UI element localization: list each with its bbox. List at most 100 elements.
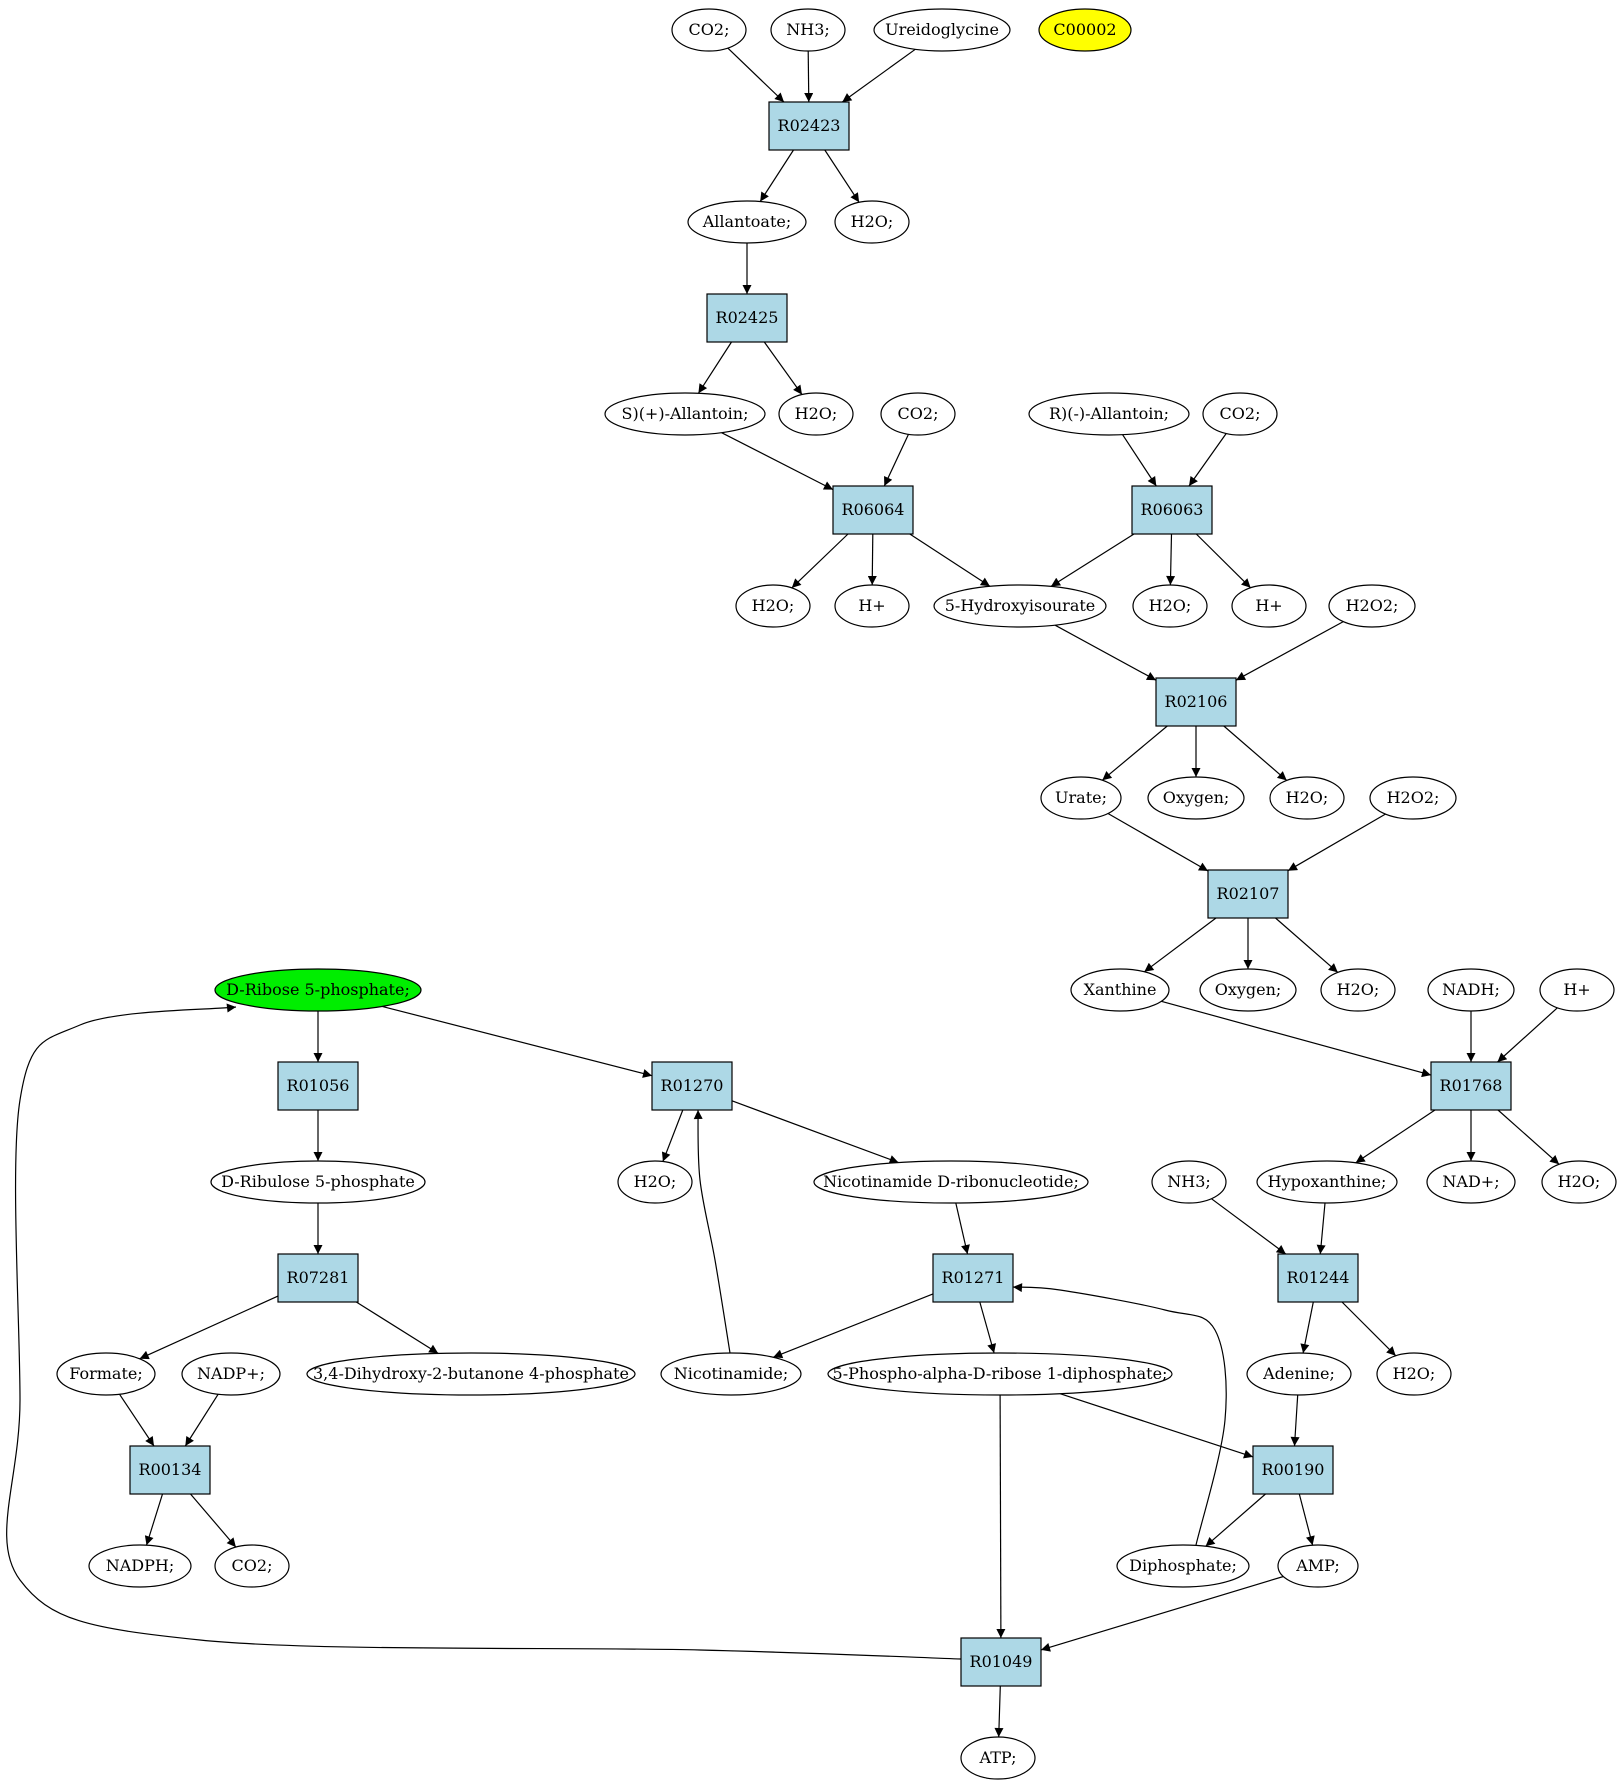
node-label: R)(-)-Allantoin; xyxy=(1049,404,1169,423)
compound-node-xanthine[interactable]: Xanthine xyxy=(1070,968,1170,1012)
node-label: R06064 xyxy=(842,500,905,519)
compound-node-prpp[interactable]: 5-Phospho-alpha-D-ribose 1-diphosphate; xyxy=(827,1352,1173,1396)
compound-node-oxygen_b[interactable]: Oxygen; xyxy=(1199,968,1297,1012)
compound-node-h2o2_a[interactable]: H2O2; xyxy=(1328,584,1416,628)
node-label: R02425 xyxy=(716,308,779,327)
reaction-box xyxy=(1430,1061,1512,1111)
reaction-node-R01056[interactable]: R01056 xyxy=(277,1061,359,1111)
edge-diphosphate-to-R01271 xyxy=(1012,1283,1227,1546)
reaction-node-R01270[interactable]: R01270 xyxy=(651,1061,733,1111)
compound-node-h2o_f[interactable]: H2O; xyxy=(1320,968,1396,1012)
edge-R01270-to-nicotinamide_rn xyxy=(731,1100,899,1164)
compound-node-urate[interactable]: Urate; xyxy=(1040,776,1122,820)
compound-node-s_allantoin[interactable]: S)(+)-Allantoin; xyxy=(604,392,766,436)
edge-s_allantoin-to-R06064 xyxy=(721,432,834,491)
edge-ureidoglycine-to-R02423 xyxy=(841,48,916,103)
compound-node-nadplus[interactable]: NAD+; xyxy=(1426,1160,1516,1204)
compound-node-nadpplus[interactable]: NADP+; xyxy=(181,1352,281,1396)
compound-node-nh3_b[interactable]: NH3; xyxy=(1151,1160,1227,1204)
compound-node-h2o_c[interactable]: H2O; xyxy=(735,584,811,628)
compound-node-co2_c[interactable]: CO2; xyxy=(1202,392,1278,436)
compound-node-h2o2_b[interactable]: H2O2; xyxy=(1369,776,1457,820)
reaction-node-R01049[interactable]: R01049 xyxy=(960,1637,1042,1687)
reaction-node-R02106[interactable]: R02106 xyxy=(1155,677,1237,727)
compound-node-atp[interactable]: ATP; xyxy=(960,1736,1036,1780)
compound-node-nadph[interactable]: NADPH; xyxy=(88,1544,192,1588)
node-label: CO2; xyxy=(1220,404,1261,423)
compound-node-h2o_i[interactable]: H2O; xyxy=(1376,1352,1452,1396)
compound-ellipse xyxy=(873,8,1011,52)
compound-ellipse xyxy=(1202,392,1278,436)
node-label: Oxygen; xyxy=(1163,788,1230,807)
compound-node-h2o_g[interactable]: H2O; xyxy=(617,1160,693,1204)
reaction-node-R01244[interactable]: R01244 xyxy=(1277,1253,1359,1303)
compound-node-h2o_d[interactable]: H2O; xyxy=(1132,584,1208,628)
node-label: Xanthine xyxy=(1084,980,1157,999)
edge-hypoxanthine-to-R01244 xyxy=(1316,1202,1326,1255)
edge-nicotinamide-to-R01270 xyxy=(693,1109,731,1354)
compound-node-co2_b[interactable]: CO2; xyxy=(880,392,956,436)
compound-ellipse xyxy=(880,392,956,436)
edge-R01271-to-nicotinamide xyxy=(772,1293,934,1359)
reaction-node-R02107[interactable]: R02107 xyxy=(1207,869,1289,919)
compound-node-co2_a[interactable]: CO2; xyxy=(671,8,747,52)
reaction-node-R02425[interactable]: R02425 xyxy=(706,293,788,343)
compound-node-adenine[interactable]: Adenine; xyxy=(1246,1352,1352,1396)
compound-ellipse xyxy=(1199,968,1297,1012)
compound-node-hydroxyisourate[interactable]: 5-Hydroxyisourate xyxy=(933,584,1107,628)
node-label: R01056 xyxy=(287,1076,350,1095)
node-label: Nicotinamide; xyxy=(674,1364,789,1383)
compound-ellipse xyxy=(1070,968,1170,1012)
edge-R00190-to-amp xyxy=(1298,1493,1315,1546)
node-label: NADPH; xyxy=(106,1556,175,1575)
compound-node-nicotinamide_rn[interactable]: Nicotinamide D-ribonucleotide; xyxy=(813,1160,1089,1204)
node-label: H2O; xyxy=(1337,980,1380,999)
reaction-node-R02423[interactable]: R02423 xyxy=(768,101,850,151)
edge-co2_c-to-R06063 xyxy=(1188,433,1227,487)
compound-node-diphosphate[interactable]: Diphosphate; xyxy=(1116,1544,1250,1588)
reaction-node-R01271[interactable]: R01271 xyxy=(932,1253,1014,1303)
edge-R07281-to-dihydroxybutanone xyxy=(355,1301,439,1354)
compound-node-oxygen_a[interactable]: Oxygen; xyxy=(1147,776,1245,820)
node-label: D-Ribose 5-phosphate; xyxy=(226,980,410,999)
reaction-node-R00134[interactable]: R00134 xyxy=(129,1445,211,1495)
edge-prpp-to-R01049 xyxy=(996,1394,1006,1639)
compound-node-formate[interactable]: Formate; xyxy=(56,1352,156,1396)
edge-R06063-to-hydroxyisourate xyxy=(1050,533,1135,587)
compound-node-amp[interactable]: AMP; xyxy=(1277,1544,1359,1588)
compound-node-dihydroxybutanone[interactable]: 3,4-Dihydroxy-2-butanone 4-phosphate xyxy=(306,1352,636,1396)
reaction-node-R01768[interactable]: R01768 xyxy=(1430,1061,1512,1111)
compound-node-hypoxanthine[interactable]: Hypoxanthine; xyxy=(1256,1160,1398,1204)
edge-formate-to-R00134 xyxy=(119,1393,155,1447)
compound-node-nadh[interactable]: NADH; xyxy=(1427,968,1515,1012)
compound-node-h2o_a[interactable]: H2O; xyxy=(834,200,910,244)
compound-node-co2_d[interactable]: CO2; xyxy=(214,1544,290,1588)
compound-ellipse xyxy=(813,1160,1089,1204)
reaction-node-R06064[interactable]: R06064 xyxy=(832,485,914,535)
compound-node-hplus_a[interactable]: H+ xyxy=(834,584,910,628)
reaction-node-R07281[interactable]: R07281 xyxy=(277,1253,359,1303)
compound-node-h2o_h[interactable]: H2O; xyxy=(1541,1160,1617,1204)
compound-node-hplus_b[interactable]: H+ xyxy=(1231,584,1307,628)
compound-node-allantoate[interactable]: Allantoate; xyxy=(687,200,807,244)
compound-node-c00002[interactable]: C00002 xyxy=(1038,8,1132,52)
node-label: ATP; xyxy=(979,1748,1017,1767)
edge-R02425-to-s_allantoin xyxy=(697,341,733,394)
reaction-node-R00190[interactable]: R00190 xyxy=(1252,1445,1334,1495)
reaction-box xyxy=(706,293,788,343)
compound-node-dribose5p[interactable]: D-Ribose 5-phosphate; xyxy=(214,968,422,1012)
compound-node-r_allantoin[interactable]: R)(-)-Allantoin; xyxy=(1028,392,1190,436)
compound-node-dribulose5p[interactable]: D-Ribulose 5-phosphate xyxy=(210,1160,426,1204)
reaction-box xyxy=(129,1445,211,1495)
compound-node-h2o_e[interactable]: H2O; xyxy=(1269,776,1345,820)
compound-node-nicotinamide[interactable]: Nicotinamide; xyxy=(660,1352,802,1396)
node-label: NAD+; xyxy=(1442,1172,1499,1191)
reaction-node-R06063[interactable]: R06063 xyxy=(1131,485,1213,535)
compound-ellipse xyxy=(210,1160,426,1204)
compound-node-h2o_b[interactable]: H2O; xyxy=(778,392,854,436)
reaction-box xyxy=(277,1061,359,1111)
reaction-box xyxy=(960,1637,1042,1687)
compound-node-nh3_a[interactable]: NH3; xyxy=(770,8,846,52)
compound-node-hplus_c[interactable]: H+ xyxy=(1539,968,1615,1012)
compound-node-ureidoglycine[interactable]: Ureidoglycine xyxy=(873,8,1011,52)
